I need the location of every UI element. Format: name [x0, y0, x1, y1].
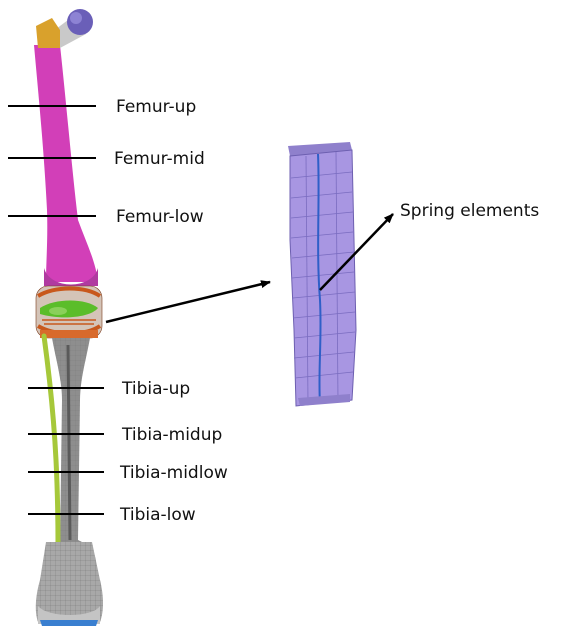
label-tibia-up: Tibia-up [121, 379, 190, 399]
tibia-shadow [68, 345, 70, 540]
tibial-plateau [40, 330, 98, 338]
label-tibia-midlow: Tibia-midlow [119, 463, 228, 483]
sole [40, 620, 98, 626]
magnified-segment [288, 142, 356, 406]
label-spring-elements: Spring elements [400, 201, 539, 221]
label-tibia-midup: Tibia-midup [121, 425, 222, 445]
femoral-head-highlight [70, 12, 82, 24]
femur [34, 9, 98, 286]
label-femur-mid: Femur-mid [114, 149, 205, 169]
segment-body [290, 150, 356, 406]
femur-shaft [34, 45, 98, 282]
knee-joint [36, 286, 102, 338]
label-tibia-low: Tibia-low [119, 505, 196, 525]
zoom-arrow [106, 282, 270, 322]
foot [36, 542, 103, 626]
label-femur-low: Femur-low [116, 207, 204, 227]
meniscus-highlight [49, 307, 67, 315]
greater-trochanter [36, 18, 60, 48]
label-femur-up: Femur-up [116, 97, 196, 117]
